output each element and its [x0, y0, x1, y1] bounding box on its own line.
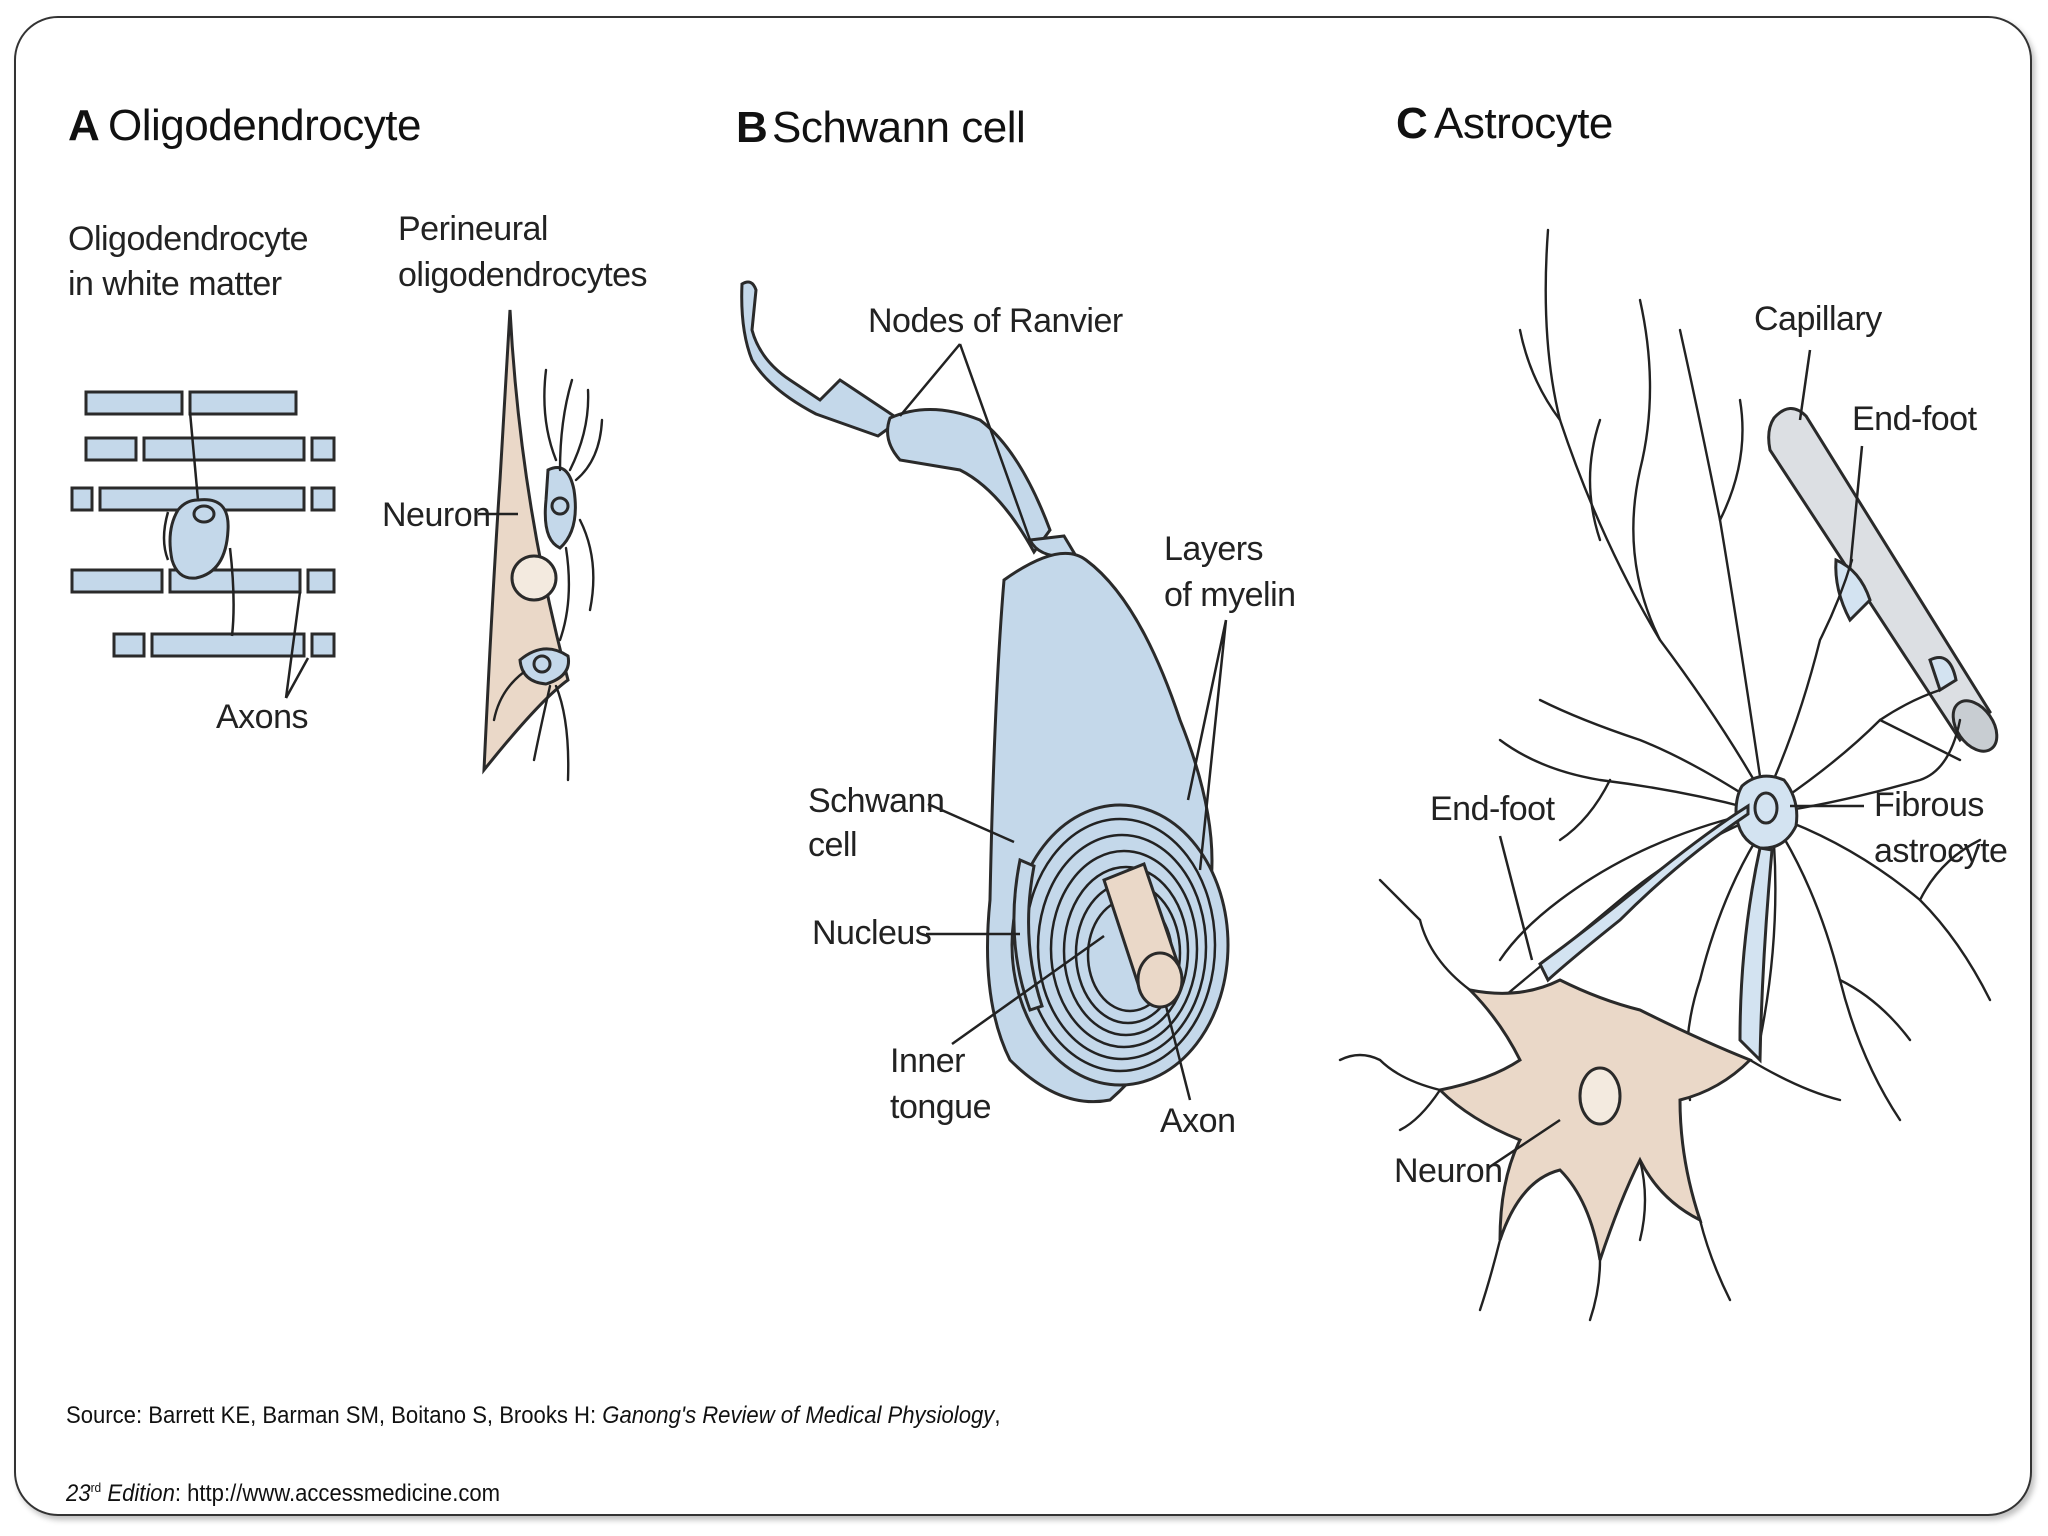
nucleus-label: Nucleus	[812, 914, 931, 952]
source-edition-word: Edition	[101, 1480, 175, 1507]
inner-tongue-label-1: Inner	[890, 1042, 965, 1080]
nodes-pointers	[899, 343, 1032, 541]
myelinated-axon	[740, 280, 1230, 1104]
panel-a: A Oligodendrocyte Oligodendrocyte in whi…	[68, 101, 648, 782]
source-edition-number: 23	[66, 1480, 91, 1507]
astrocyte-processes	[1498, 228, 1992, 1122]
source-url[interactable]: : http://www.accessmedicine.com	[174, 1480, 501, 1507]
panel-a-subtitle-right-1: Perineural	[398, 210, 548, 248]
capillary	[1767, 407, 1999, 753]
layers-label-1: Layers	[1164, 530, 1263, 568]
source-comma: ,	[994, 1402, 1001, 1429]
panel-a-letter: A	[68, 101, 100, 150]
schwann-cell-label-2: cell	[808, 826, 857, 864]
source-line-2: 23rd Edition: http://www.accessmedicine.…	[66, 1452, 1446, 1530]
perineural-neuron	[482, 309, 604, 782]
source-edition-sup: rd	[90, 1480, 102, 1495]
white-matter-axons	[70, 390, 336, 658]
source-line-1: Source: Barrett KE, Barman SM, Boitano S…	[66, 1380, 1446, 1452]
axons-label: Axons	[216, 698, 308, 736]
inner-tongue-label-2: tongue	[890, 1088, 991, 1126]
neuron-label-c: Neuron	[1394, 1152, 1503, 1190]
source-book-title: Ganong's Review of Medical Physiology	[602, 1402, 995, 1429]
end-foot-label-left: End-foot	[1430, 790, 1556, 828]
panel-b: B Schwann cell Nodes of Ranvier Layer	[736, 103, 1296, 1140]
nodes-of-ranvier-label: Nodes of Ranvier	[868, 302, 1123, 340]
panel-a-title: Oligodendrocyte	[108, 101, 421, 150]
axons-pointer	[284, 591, 310, 699]
neuron-c-pointer	[1487, 1118, 1561, 1170]
end-foot-top-pointer	[1848, 445, 1864, 571]
axon-pointer	[1164, 1005, 1192, 1101]
capillary-pointer	[1798, 349, 1812, 421]
end-foot-left-pointer	[1498, 835, 1534, 961]
source-prefix: Source: Barrett KE, Barman SM, Boitano S…	[66, 1402, 603, 1429]
schwann-pointer	[927, 802, 1015, 844]
source-citation: Source: Barrett KE, Barman SM, Boitano S…	[66, 1380, 1446, 1530]
panel-a-subtitle-left-2: in white matter	[68, 265, 282, 303]
end-foot-label-top: End-foot	[1852, 400, 1978, 438]
panel-c-letter: C	[1396, 99, 1428, 148]
capillary-label: Capillary	[1754, 300, 1882, 338]
axon-label: Axon	[1160, 1102, 1236, 1140]
neuron-label-a: Neuron	[382, 496, 491, 534]
fibrous-astrocyte-label-2: astrocyte	[1874, 832, 2007, 870]
schwann-cell-label-1: Schwann	[808, 782, 944, 820]
neuron-c	[1338, 878, 1842, 1322]
inner-tongue-pointer	[951, 934, 1105, 1046]
panel-b-title: Schwann cell	[772, 103, 1025, 152]
panel-c-title: Astrocyte	[1434, 99, 1613, 148]
layers-label-2: of myelin	[1164, 576, 1296, 614]
panel-a-subtitle-left-1: Oligodendrocyte	[68, 220, 308, 258]
panel-c: C Astrocyte	[1338, 99, 2008, 1322]
panel-a-subtitle-right-2: oligodendrocytes	[398, 256, 647, 294]
fibrous-astrocyte-label-1: Fibrous	[1874, 786, 1984, 824]
oligodendrocyte-cell	[162, 411, 235, 637]
panel-b-letter: B	[736, 103, 768, 152]
layers-pointers	[1186, 619, 1228, 871]
